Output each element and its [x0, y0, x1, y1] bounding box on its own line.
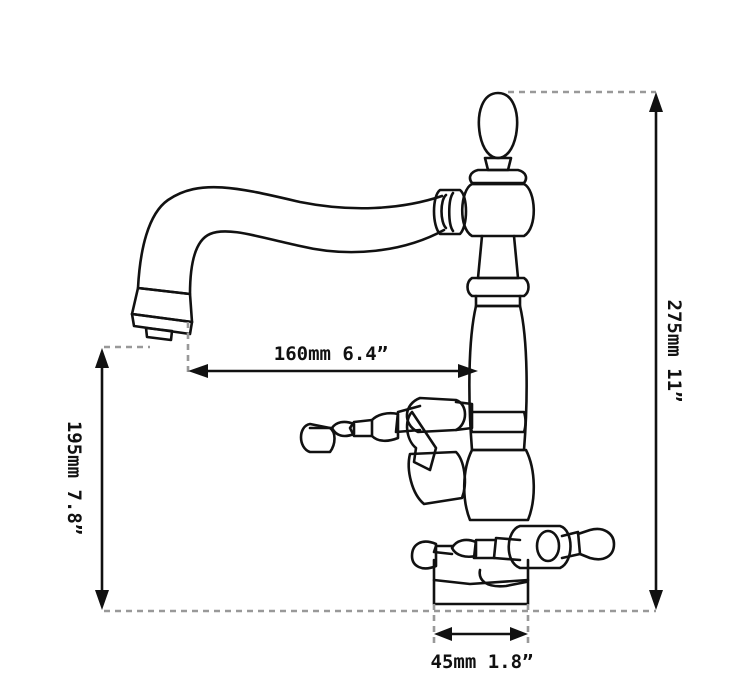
front-handle	[410, 524, 616, 570]
dimension-base-diameter: 45mm 1.8”	[431, 627, 534, 673]
total-height-label: 275mm 11”	[663, 300, 685, 403]
spout-reach-label: 160mm 6.4”	[274, 343, 388, 365]
dimension-spout-reach: 160mm 6.4”	[188, 343, 478, 378]
top-body	[460, 182, 536, 238]
finial	[477, 91, 519, 160]
stem-column	[468, 304, 528, 452]
lower-body	[462, 448, 536, 522]
faucet-illustration	[130, 91, 616, 606]
spout-collar	[432, 188, 468, 236]
stem-neck	[476, 234, 520, 280]
spout-height-label: 195mm 7.8”	[63, 421, 85, 535]
back-handle	[299, 396, 474, 506]
spout	[136, 185, 446, 296]
dimension-spout-height: 195mm 7.8”	[63, 348, 109, 610]
dimension-total-height: 275mm 11”	[649, 92, 685, 610]
base-diameter-label: 45mm 1.8”	[431, 651, 534, 673]
extension-lines	[104, 90, 656, 644]
base	[432, 558, 530, 606]
